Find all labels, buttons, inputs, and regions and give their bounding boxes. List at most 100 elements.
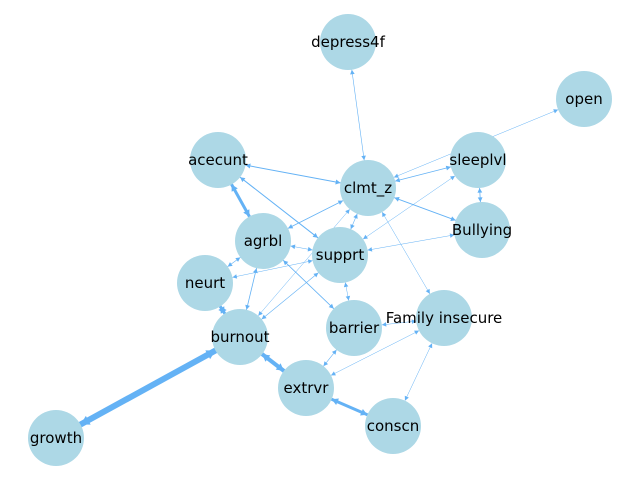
- arrowhead-supprt-sleeplvl-end: [450, 175, 455, 181]
- node-circle-growth: [28, 410, 84, 466]
- arrowhead-supprt-clmt_z-start: [350, 224, 355, 230]
- arrowhead-supprt-sleeplvl-start: [363, 234, 368, 240]
- node-circle-supprt: [312, 227, 368, 283]
- arrowhead-depress4f-clmt_z-start: [350, 69, 355, 75]
- edge-agrbl-burnout: [246, 267, 257, 311]
- node-circle-extrvr: [278, 360, 334, 416]
- node-label-acecunt: acecunt: [188, 151, 248, 169]
- edge-extrvr-conscn: [330, 397, 369, 417]
- node-label-agrbl: agrbl: [244, 232, 283, 250]
- node-circle-neurt: [177, 255, 233, 311]
- arrowhead-agrbl-clmt_z-end: [337, 200, 344, 205]
- edge-supprt-sleeplvl: [362, 175, 456, 240]
- arrowhead-acecunt-supprt-end: [312, 232, 318, 238]
- arrowhead-sleeplvl-Bullying-start: [477, 187, 483, 193]
- node-circle-acecunt: [190, 132, 246, 188]
- node-label-Family_insecure: Family insecure: [386, 309, 503, 327]
- edges-layer: [77, 69, 559, 428]
- node-supprt: supprt: [312, 227, 368, 283]
- arrowhead-extrvr-barrier-end: [331, 349, 337, 355]
- node-label-supprt: supprt: [316, 246, 365, 264]
- arrowhead-agrbl-supprt-end: [307, 246, 313, 252]
- arrowhead-burnout-growth-end: [80, 415, 91, 425]
- arrowhead-supprt-burnout-start: [313, 272, 319, 278]
- arrowhead-agrbl-burnout-end: [245, 304, 250, 310]
- edge-Family_insecure-conscn: [404, 343, 433, 401]
- node-circle-conscn: [365, 398, 421, 454]
- arrowhead-sleeplvl-Bullying-end: [477, 197, 483, 203]
- arrowhead-Bullying-supprt-end: [367, 247, 373, 252]
- edge-supprt-burnout: [261, 272, 319, 320]
- arrowhead-open-clmt_z-end: [393, 173, 399, 178]
- edge-acecunt-clmt_z: [245, 164, 341, 184]
- arrowhead-neurt-burnout-start: [220, 306, 227, 314]
- node-depress4f: depress4f: [311, 14, 386, 70]
- arrowhead-barrier-Family_insecure-start: [381, 322, 387, 327]
- edge-clmt_z-burnout: [257, 208, 351, 317]
- arrowhead-burnout-extrvr-start: [262, 354, 271, 362]
- arrowhead-Bullying-supprt-start: [449, 233, 455, 238]
- node-label-sleeplvl: sleeplvl: [449, 151, 506, 169]
- node-circle-burnout: [212, 309, 268, 365]
- arrowhead-burnout-extrvr-end: [275, 363, 284, 371]
- node-barrier: barrier: [326, 300, 382, 356]
- edge-depress4f-clmt_z: [351, 69, 365, 161]
- node-clmt_z: clmt_z: [340, 160, 396, 216]
- arrowhead-barrier-Family_insecure-end: [411, 319, 417, 324]
- arrowhead-supprt-barrier-end: [345, 295, 351, 301]
- arrowhead-Bullying-clmt_z-end: [394, 196, 400, 202]
- node-neurt: neurt: [177, 255, 233, 311]
- arrowhead-Family_insecure-conscn-end: [404, 395, 409, 401]
- arrowhead-agrbl-neurt-end: [227, 262, 233, 267]
- node-Bullying: Bullying: [452, 202, 512, 258]
- arrowhead-agrbl-supprt-start: [290, 244, 296, 250]
- arrowhead-clmt_z-burnout-start: [345, 209, 350, 215]
- edge-Bullying-supprt: [367, 234, 455, 251]
- edge-clmt_z-Family_insecure: [381, 211, 431, 295]
- edge-Bullying-clmt_z: [393, 197, 457, 221]
- arrowhead-supprt-neurt-start: [307, 259, 313, 264]
- node-label-clmt_z: clmt_z: [344, 179, 392, 198]
- node-label-Bullying: Bullying: [452, 221, 512, 239]
- node-label-barrier: barrier: [329, 319, 380, 337]
- node-circle-clmt_z: [340, 160, 396, 216]
- node-label-burnout: burnout: [210, 328, 269, 346]
- edge-Family_insecure-extrvr: [330, 330, 420, 376]
- edge-agrbl-clmt_z: [287, 200, 344, 229]
- arrowhead-sleeplvl-clmt_z-end: [395, 177, 401, 183]
- arrowhead-open-clmt_z-start: [553, 109, 559, 114]
- arrowhead-Family_insecure-conscn-start: [428, 343, 433, 349]
- node-acecunt: acecunt: [188, 132, 248, 188]
- arrowhead-acecunt-clmt_z-end: [335, 179, 341, 185]
- node-Family_insecure: Family insecure: [386, 290, 503, 346]
- arrowhead-Bullying-clmt_z-start: [450, 216, 456, 222]
- arrowhead-extrvr-conscn-end: [360, 409, 368, 416]
- arrowhead-agrbl-clmt_z-start: [287, 224, 294, 229]
- arrowhead-extrvr-barrier-start: [323, 361, 329, 367]
- node-sleeplvl: sleeplvl: [449, 132, 507, 188]
- node-circle-Family_insecure: [416, 290, 472, 346]
- edge-agrbl-barrier: [282, 259, 335, 310]
- arrowhead-sleeplvl-clmt_z-start: [445, 165, 451, 171]
- edge-supprt-neurt: [232, 260, 313, 278]
- edge-sleeplvl-clmt_z: [394, 166, 452, 182]
- node-extrvr: extrvr: [278, 360, 334, 416]
- arrowhead-agrbl-burnout-start: [253, 268, 258, 274]
- arrowhead-agrbl-barrier-start: [283, 260, 289, 266]
- arrowhead-Family_insecure-extrvr-start: [414, 330, 420, 335]
- arrowhead-clmt_z-Family_insecure-end: [425, 288, 430, 294]
- node-label-growth: growth: [30, 429, 82, 447]
- node-growth: growth: [28, 410, 84, 466]
- arrowhead-agrbl-barrier-end: [328, 303, 334, 309]
- node-open: open: [556, 71, 612, 127]
- node-label-extrvr: extrvr: [284, 379, 330, 397]
- node-label-neurt: neurt: [185, 274, 225, 292]
- node-label-depress4f: depress4f: [311, 33, 386, 51]
- arrowhead-acecunt-supprt-start: [240, 177, 246, 183]
- node-circle-depress4f: [320, 14, 376, 70]
- node-circle-Bullying: [454, 202, 510, 258]
- arrowhead-extrvr-conscn-start: [331, 398, 339, 405]
- arrowhead-agrbl-neurt-start: [235, 257, 241, 262]
- arrowhead-acecunt-clmt_z-start: [245, 163, 251, 169]
